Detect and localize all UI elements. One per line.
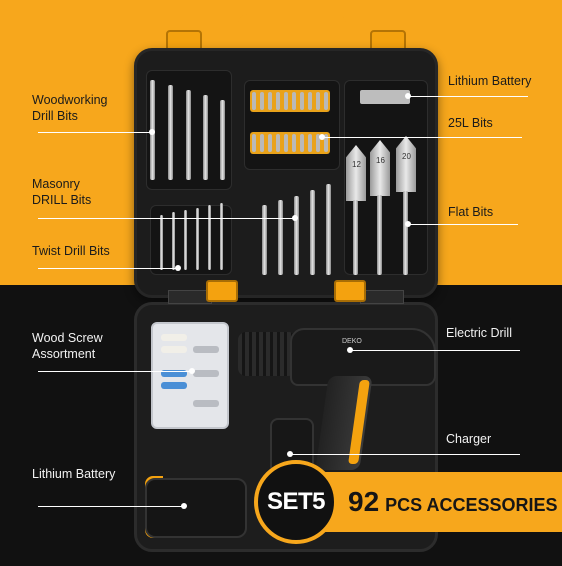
dot-twist [175,265,181,271]
set-label: SET5 [266,488,326,515]
wood-bit [168,85,173,180]
label-25l: 25L Bits [448,116,493,130]
twist-bit [220,203,223,270]
anchor [161,346,187,353]
lithium-battery [145,478,247,538]
label-lithium-top: Lithium Battery [448,74,532,88]
dot-flat [405,221,411,227]
wood-bit [203,95,208,180]
spade-shank [377,195,382,275]
twist-bit [184,210,187,270]
label-flat: Flat Bits [448,205,494,219]
spade-shank [403,191,408,275]
anchor [161,382,187,389]
leader-lithium-top [408,96,528,97]
dot-charger [287,451,293,457]
masonry-bit [310,190,315,275]
drill-chuck [238,332,296,376]
bit-strip-bottom [250,132,330,154]
extension-rod [360,90,410,104]
spade-bit [370,140,390,196]
bit-strip-top [250,90,330,112]
spade-size-20: 20 [402,152,411,161]
dot-lithium-top [405,93,411,99]
leader-twist [38,268,178,269]
dot-25l [319,134,325,140]
leader-masonry [38,218,296,219]
set-badge: SET5 [254,460,338,544]
twist-bit [172,212,175,270]
hinge-right [360,290,404,304]
wood-bit [220,100,225,180]
twist-bit [160,215,163,270]
spade-size-16: 16 [376,156,385,165]
drill-brand: DEKO [342,338,362,345]
label-electric-drill: Electric Drill [446,326,512,340]
screw [193,370,219,377]
masonry-bit [294,196,299,275]
masonry-bit [262,205,267,275]
screw-assortment-box [151,322,229,429]
label-wood-screw: Wood Screw Assortment [32,331,103,361]
masonry-bit [278,200,283,275]
masonry-bit [326,184,331,275]
dot-masonry [292,215,298,221]
label-twist: Twist Drill Bits [32,244,110,258]
dot-electric-drill [347,347,353,353]
leader-lithium-bottom [38,506,184,507]
accessories-text: PCS ACCESSORIES [385,495,558,515]
spade-bit [396,136,416,192]
latch-right [334,280,366,302]
label-charger: Charger [446,432,492,446]
leader-flat [408,224,518,225]
label-woodworking: Woodworking Drill Bits [32,93,108,123]
spade-bit [346,145,366,201]
leader-electric-drill [350,350,520,351]
spade-shank [353,200,358,275]
latch-left [206,280,238,302]
twist-bit [208,205,211,270]
leader-wood-screw [38,371,192,372]
dot-woodworking [149,129,155,135]
anchor [161,370,187,377]
screw [193,400,219,407]
leader-woodworking [38,132,152,133]
screw [193,346,219,353]
anchor [161,334,187,341]
twist-tray [150,205,232,275]
wood-bit [186,90,191,180]
dot-lithium-bottom [181,503,187,509]
spade-size-12: 12 [352,160,361,169]
leader-25l [322,137,522,138]
accessories-count: 92 [348,486,380,517]
label-masonry: Masonry DRILL Bits [32,177,92,207]
label-lithium-bottom: Lithium Battery [32,467,116,481]
case-handle [238,14,346,58]
dot-wood-screw [189,368,195,374]
twist-bit [196,208,199,270]
leader-charger [290,454,520,455]
